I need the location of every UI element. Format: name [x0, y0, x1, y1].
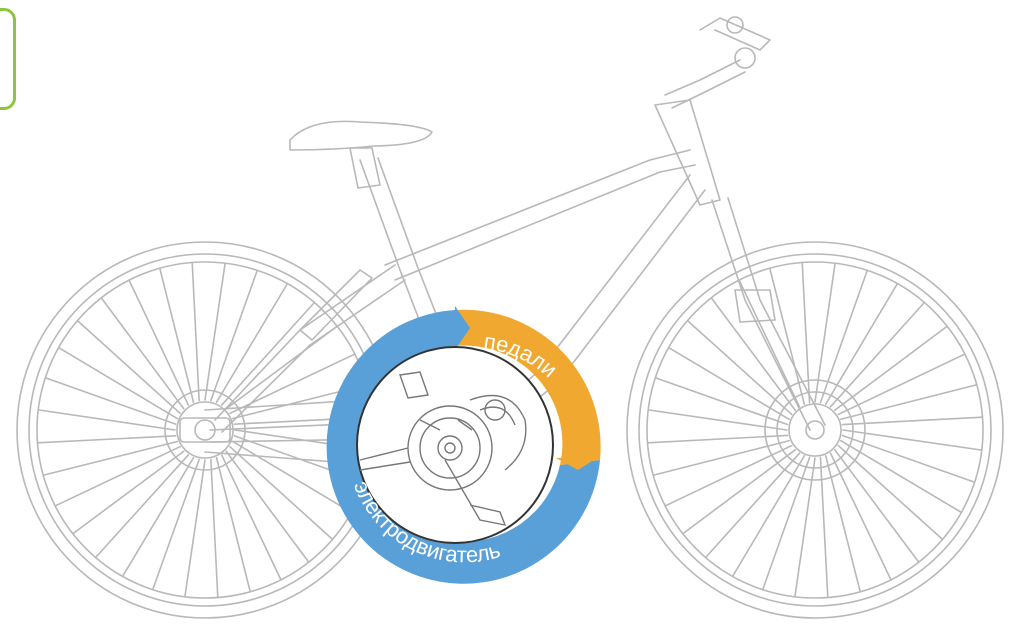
spoke: [763, 457, 810, 589]
spoke: [831, 453, 891, 580]
spoke: [129, 280, 188, 405]
spoke: [55, 447, 180, 506]
bicycle-drawing: [17, 17, 1003, 618]
spoke: [37, 436, 175, 443]
spoke: [665, 446, 792, 506]
spoke: [153, 459, 199, 589]
front-wheel: [627, 242, 1003, 618]
spoke: [842, 435, 974, 482]
assist-ring: педали электродвигатель: [327, 306, 601, 584]
spoke: [820, 270, 867, 402]
front-spokes: [647, 262, 982, 597]
spoke: [211, 270, 257, 400]
spoke: [211, 459, 218, 597]
spoke: [192, 262, 199, 400]
spoke: [185, 460, 205, 597]
spoke: [222, 455, 281, 580]
spoke: [739, 280, 799, 407]
spoke: [838, 354, 965, 414]
spoke: [205, 263, 225, 400]
spoke: [38, 410, 175, 430]
spoke: [45, 378, 175, 424]
rear-spokes: [37, 262, 372, 597]
spoke: [655, 378, 787, 425]
